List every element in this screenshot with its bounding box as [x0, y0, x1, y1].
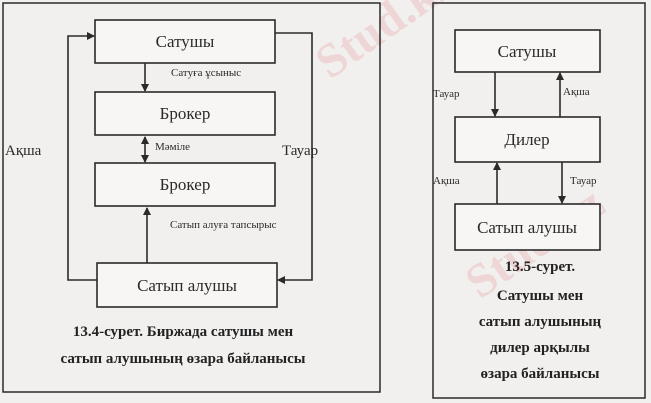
label-money-bottom: Ақша: [433, 175, 460, 187]
node-buyer-label: Сатып алушы: [477, 218, 577, 237]
node-buyer: [96, 262, 278, 308]
label-goods: Тауар: [282, 143, 318, 159]
caption-line: дилер арқылы: [490, 340, 590, 356]
caption-line: сатып алушының өзара байланысы: [61, 351, 306, 367]
label-goods-top: Тауар: [433, 88, 460, 100]
node-broker-2-label: Брокер: [160, 175, 211, 194]
caption-line: Сатушы мен: [497, 288, 584, 304]
caption-line: сатып алушының: [479, 314, 602, 330]
node-broker-2: [94, 162, 276, 207]
node-seller: [94, 19, 276, 64]
arrow-money-loop: [67, 32, 97, 281]
label-money-top: Ақша: [563, 86, 590, 98]
label-deal: Мәміле: [155, 141, 190, 153]
caption-line: 13.5-сурет.: [505, 259, 575, 275]
node-buyer-label: Сатып алушы: [137, 276, 237, 295]
node-buyer: [454, 203, 601, 251]
watermark: Stud.kz: [306, 0, 464, 89]
node-seller-label: Сатушы: [498, 42, 557, 61]
node-broker-1: [94, 91, 276, 136]
node-broker-1-label: Брокер: [160, 104, 211, 123]
node-seller: [454, 29, 601, 73]
figure-13-4: Сатушы Брокер Брокер Сатып алушы Сатуға …: [2, 2, 381, 393]
label-goods-bottom: Тауар: [570, 175, 597, 187]
figure-frame: [432, 2, 646, 399]
node-seller-label: Сатушы: [156, 32, 215, 51]
label-offer: Сатуға ұсыныс: [171, 67, 241, 79]
caption-line: өзара байланысы: [481, 366, 600, 382]
label-order: Сатып алуға тапсырыс: [170, 219, 277, 231]
arrow-goods-loop: [275, 32, 313, 284]
figure-13-5: Сатушы Дилер Сатып алушы Тауар Ақша Ақша…: [432, 2, 646, 399]
node-dealer: [454, 116, 601, 163]
label-money: Ақша: [5, 143, 42, 159]
caption-line: 13.4-сурет. Биржада сатушы мен: [73, 324, 294, 340]
node-dealer-label: Дилер: [504, 130, 549, 149]
figure-frame: [2, 2, 381, 393]
